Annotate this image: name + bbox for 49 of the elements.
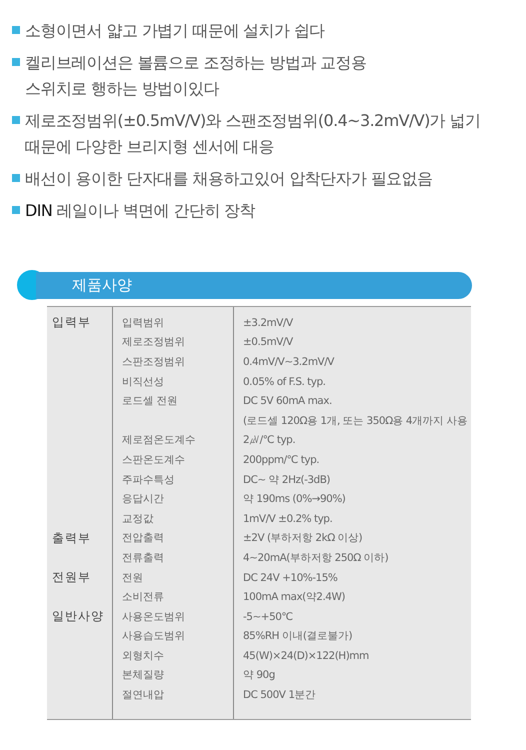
spec-value: 0.05% of F.S. typ. [242,376,327,388]
feature-text: DIN 레일이나 벽면에 간단히 장착 [25,200,255,222]
spec-item: 주파수특성 [121,472,176,487]
spec-value: 약 190ms (0%→90%) [242,492,346,506]
section-header: 제품사양 [36,272,472,299]
spec-item: 전류출력 [121,550,165,565]
spec-value: 85%RH 이내(결로불가) [242,629,354,644]
spec-value: 0.4mV/V~3.2mV/V [242,356,336,368]
spec-item: 제로조정범위 [121,335,186,350]
spec-item: 입력범위 [121,316,165,330]
spec-value: 200ppm/℃ typ. [242,454,320,466]
spec-value: ±2V (부하저항 2kΩ 이상) [242,531,364,546]
spec-item: 제로점온도계수 [121,433,196,448]
feature-text: 제로조정범위(±0.5mV/V)와 스팬조정범위(0.4~3.2mV/V)가 넓기때문에 다양한 브리지형 센서에 대응 [25,110,482,158]
feature-text: 켈리브레이션은 볼륨으로 조정하는 방법과 교정용 스위치로 행하는 방법이있다 [25,52,368,100]
spec-value: DC 5V 60mA max. [242,395,333,408]
feature-text: 소형이면서 얇고 가볍기 때문에 설치가 쉽다 [25,20,325,42]
spec-item: 스판온도계수 [121,452,186,467]
spec-value: DC~ 약 2Hz(-3dB) [242,472,332,487]
spec-value: 45(W)×24(D)×122(H)mm [242,650,370,662]
category-label: 전원부 [51,569,92,586]
spec-value: -5~+50℃ [242,610,294,623]
category-label: 출력부 [51,530,92,547]
spec-item: 전원 [121,570,144,585]
category-label: 일반사양 [51,608,105,626]
spec-item: 절연내압 [121,688,165,702]
spec-item: 외형치수 [121,648,165,663]
spec-item: 사용온도범위 [121,610,186,624]
spec-item: 응답시간 [121,492,165,506]
spec-value: 100mA max(약2.4W) [242,590,346,604]
spec-item: 본체질량 [121,668,165,682]
spec-value: ±0.5mV/V [242,336,294,348]
spec-item: 로드셀 전원 [121,394,178,408]
spec-value: ±3.2mV/V [242,316,294,329]
spec-value: (로드셀 120Ω용 1개, 또는 350Ω용 4개까지 사용 [242,414,468,428]
spec-item: 교정값 [121,512,154,526]
spec-value: DC 500V 1분간 [242,688,316,702]
spec-item: 비직선성 [121,374,165,389]
spec-value: 약 90g [242,668,276,682]
spec-value: 1mV/V ±0.2% typ. [242,512,334,525]
spec-item: 사용습도범위 [121,629,186,644]
category-label: 입력부 [51,314,92,332]
spec-value: 2㎶/℃ typ. [242,433,296,448]
spec-item: 스판조정범위 [121,354,186,369]
spec-item: 전압출력 [121,531,165,546]
feature-text: 배선이 용이한 단자대를 채용하고있어 압착단자가 필요없음 [25,168,432,190]
spec-value: DC 24V +10%-15% [242,572,338,584]
spec-item: 소비전류 [121,590,165,604]
spec-value: 4~20mA(부하저항 250Ω 이하) [242,550,390,565]
